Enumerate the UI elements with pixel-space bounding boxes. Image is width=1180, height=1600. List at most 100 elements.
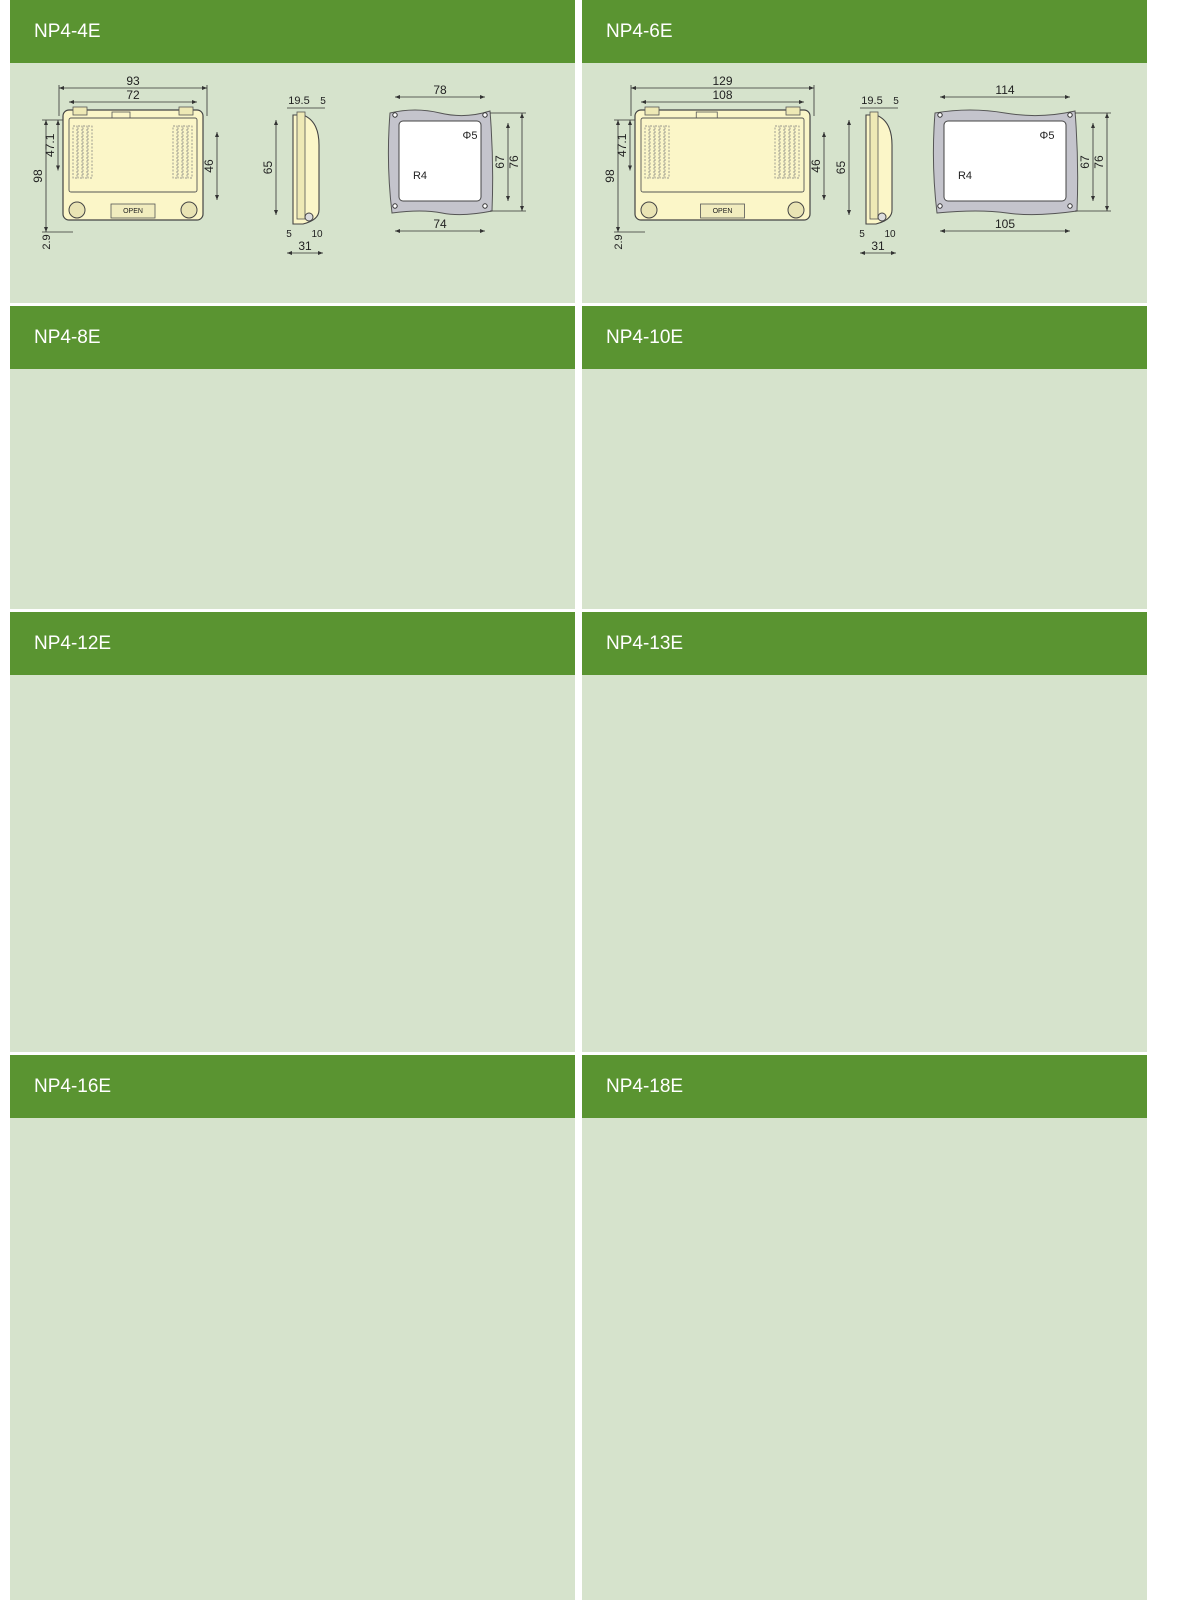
cutout-window bbox=[943, 120, 1067, 202]
dimension-drawing: 3092889847.146OPEN19.556551031Φ5R4677629… bbox=[10, 1118, 575, 1600]
mounting-hole bbox=[1067, 112, 1073, 118]
hinge bbox=[644, 106, 660, 116]
open-label: OPEN bbox=[123, 208, 143, 215]
total-height-dimension: 98 bbox=[31, 169, 45, 183]
side-height-dimension: 65 bbox=[834, 161, 848, 175]
dimension-drawing: 2552349847.146OPEN19.556551031Φ5R4677624… bbox=[582, 675, 1147, 1052]
cutout-top-width-dimension: 114 bbox=[995, 83, 1014, 97]
breaker-module bbox=[187, 125, 193, 179]
mounting-hole bbox=[937, 112, 943, 118]
window-height-dimension: 46 bbox=[202, 159, 216, 173]
screw-knob bbox=[640, 201, 658, 219]
window-height-dimension: 46 bbox=[809, 159, 823, 173]
cutout-bottom-width-dimension: 105 bbox=[995, 217, 1015, 231]
screw-knob bbox=[787, 201, 805, 219]
screw-knob bbox=[68, 201, 86, 219]
breaker-module bbox=[659, 125, 665, 179]
housing-side-view bbox=[865, 111, 893, 225]
hinge bbox=[178, 106, 194, 116]
cutout-window bbox=[398, 120, 482, 202]
dimension-drawing: 3473249847.146OPEN19.556551031Φ5R4667633… bbox=[582, 1118, 1147, 1600]
model-title: NP4-16E bbox=[10, 1055, 575, 1118]
model-panel: NP4-13E2552349847.146OPEN19.556551031Φ5R… bbox=[582, 612, 1147, 1052]
side-top-small-dimension: 5 bbox=[893, 96, 899, 107]
side-bottom-right-dimension: 10 bbox=[311, 229, 323, 240]
mounting-hole bbox=[392, 112, 398, 118]
outer-width-dimension: 129 bbox=[712, 74, 732, 88]
model-panel: NP4-18E3473249847.146OPEN19.556551031Φ5R… bbox=[582, 1055, 1147, 1600]
model-panel: NP4-12E2372169847.1463OPEN19.556551031Φ5… bbox=[10, 612, 575, 1052]
hole-diameter-label: Φ5 bbox=[463, 130, 478, 142]
breaker-module bbox=[779, 125, 785, 179]
dimension-drawing: 2021809847.1463OPEN19.556551031Φ5R467761… bbox=[582, 369, 1147, 609]
housing-side-view bbox=[292, 111, 320, 225]
dimension-drawing: 2372169847.1463OPEN19.556551031Φ5R467762… bbox=[10, 675, 575, 1052]
breaker-module bbox=[87, 125, 93, 179]
model-title: NP4-12E bbox=[10, 612, 575, 675]
latch-plate bbox=[110, 203, 156, 219]
mounting-hole bbox=[1067, 203, 1073, 209]
mounting-hole bbox=[937, 203, 943, 209]
label-slot bbox=[695, 111, 718, 119]
model-title: NP4-4E bbox=[10, 0, 575, 63]
corner-radius-label: R4 bbox=[958, 170, 972, 182]
side-top-dimension: 19.5 bbox=[288, 95, 309, 107]
breaker-module bbox=[72, 125, 78, 179]
side-top-small-dimension: 5 bbox=[320, 96, 326, 107]
breaker-module bbox=[649, 125, 655, 179]
breaker-module bbox=[82, 125, 88, 179]
outer-width-dimension: 93 bbox=[126, 74, 140, 88]
model-title: NP4-13E bbox=[582, 612, 1147, 675]
model-title: NP4-6E bbox=[582, 0, 1147, 63]
side-depth-dimension: 31 bbox=[298, 239, 312, 253]
model-title: NP4-8E bbox=[10, 306, 575, 369]
hinge bbox=[785, 106, 801, 116]
side-bottom-left-dimension: 5 bbox=[859, 229, 865, 240]
mounting-hole bbox=[482, 112, 488, 118]
breaker-module bbox=[182, 125, 188, 179]
housing-front-view: OPEN bbox=[62, 106, 204, 221]
model-panel: NP4-16E3092889847.146OPEN19.556551031Φ5R… bbox=[10, 1055, 575, 1600]
side-bottom-left-dimension: 5 bbox=[286, 229, 292, 240]
model-title: NP4-18E bbox=[582, 1055, 1147, 1118]
mounting-hole bbox=[482, 203, 488, 209]
breaker-module bbox=[784, 125, 790, 179]
latch-plate bbox=[700, 203, 745, 219]
side-height-dimension: 65 bbox=[261, 161, 275, 175]
cutout-bottom-width-dimension: 74 bbox=[433, 217, 447, 231]
model-panel: NP4-10E2021809847.1463OPEN19.556551031Φ5… bbox=[582, 306, 1147, 609]
mounting-hole bbox=[392, 203, 398, 209]
upper-height-dimension: 47.1 bbox=[43, 133, 57, 157]
breaker-module bbox=[77, 125, 83, 179]
model-panel: NP4-8E1651449847.1463OPEN19.556551031Φ5R… bbox=[10, 306, 575, 609]
breaker-module bbox=[172, 125, 178, 179]
model-title: NP4-10E bbox=[582, 306, 1147, 369]
cutout-inner-height-dimension: 67 bbox=[1078, 155, 1092, 169]
breaker-module bbox=[794, 125, 800, 179]
cutout-inner-height-dimension: 67 bbox=[493, 155, 507, 169]
inner-width-dimension: 108 bbox=[712, 88, 732, 102]
total-height-dimension: 98 bbox=[603, 169, 617, 183]
cutout-top-width-dimension: 78 bbox=[433, 83, 447, 97]
breaker-module bbox=[774, 125, 780, 179]
breaker-module bbox=[177, 125, 183, 179]
breaker-module bbox=[654, 125, 660, 179]
open-label: OPEN bbox=[713, 208, 733, 215]
base-offset-dimension: 2.9 bbox=[613, 234, 625, 249]
breaker-module bbox=[644, 125, 650, 179]
dimension-drawing: 1651449847.1463OPEN19.556551031Φ5R467761… bbox=[10, 369, 575, 609]
screw-knob bbox=[180, 201, 198, 219]
inner-width-dimension: 72 bbox=[126, 88, 140, 102]
side-top-dimension: 19.5 bbox=[861, 95, 882, 107]
corner-radius-label: R4 bbox=[413, 170, 427, 182]
cutout-outer-height-dimension: 76 bbox=[507, 155, 521, 169]
side-depth-dimension: 31 bbox=[871, 239, 885, 253]
side-bottom-right-dimension: 10 bbox=[884, 229, 896, 240]
upper-height-dimension: 47.1 bbox=[615, 133, 629, 157]
hinge bbox=[72, 106, 88, 116]
